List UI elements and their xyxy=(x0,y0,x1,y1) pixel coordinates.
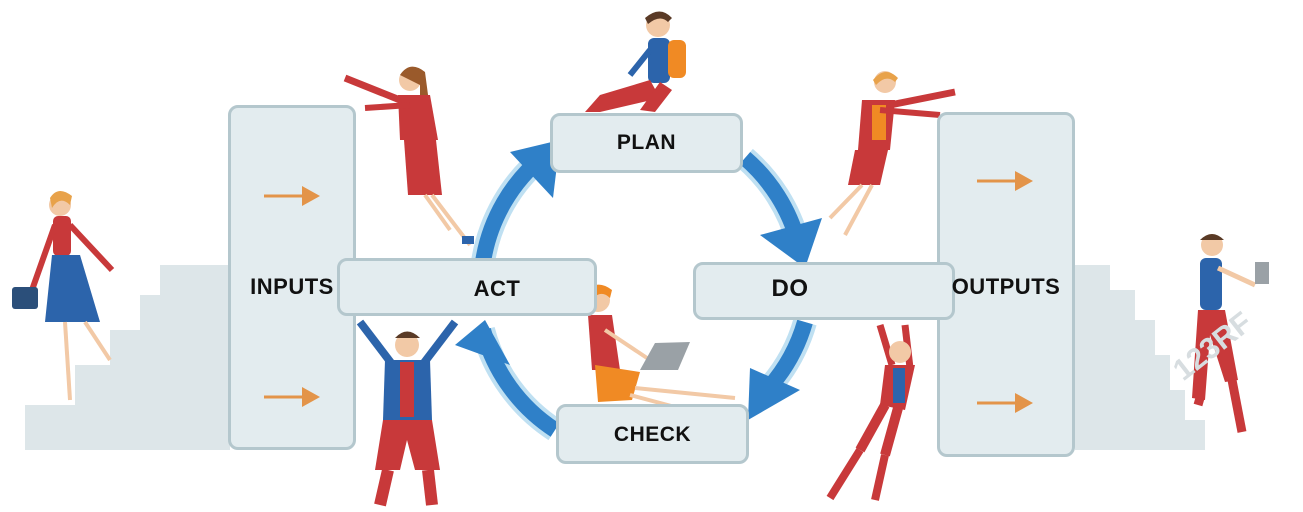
inputs-arrow-bottom-icon xyxy=(264,387,320,407)
figure-woman-with-bag xyxy=(12,190,115,401)
outputs-label: OUTPUTS xyxy=(951,274,1061,299)
inputs-arrow-top-icon xyxy=(264,186,320,206)
arrow-head-do-check xyxy=(748,368,800,420)
arrow-head-act-plan xyxy=(510,140,560,198)
check-label: CHECK xyxy=(613,423,692,446)
figure-woman-reaching-right xyxy=(828,71,956,236)
left-stairs xyxy=(25,265,230,450)
cycle-arrows xyxy=(455,140,822,441)
figure-woman-reaching-left xyxy=(343,66,474,247)
figure-man-on-plan xyxy=(585,11,686,112)
inputs-column xyxy=(228,105,356,450)
arrow-head-check-act xyxy=(455,320,510,365)
inputs-label: INPUTS xyxy=(250,274,334,299)
outputs-arrow-top-icon xyxy=(977,171,1033,191)
right-stairs xyxy=(1075,265,1205,450)
plan-label: PLAN xyxy=(616,131,677,154)
figure-man-lifting-act xyxy=(356,319,459,507)
outputs-arrow-bottom-icon xyxy=(977,393,1033,413)
figure-man-hanging xyxy=(826,323,915,501)
act-box xyxy=(337,258,597,316)
do-box xyxy=(693,262,955,320)
plan-box xyxy=(550,113,743,173)
figure-man-with-tablet xyxy=(1192,234,1269,433)
check-box xyxy=(556,404,749,464)
act-label: ACT xyxy=(473,276,521,301)
arrow-head-plan-do xyxy=(760,218,822,268)
do-label: DO xyxy=(771,275,809,302)
